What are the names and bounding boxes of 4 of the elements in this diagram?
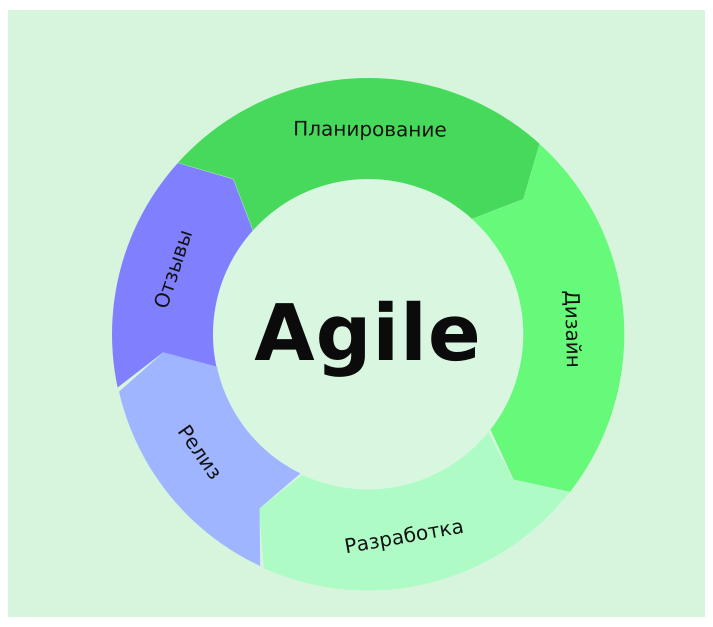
- center-title: Agile: [254, 289, 482, 379]
- stage-label: Разработка: [342, 514, 466, 559]
- stage-label: Планирование: [292, 116, 447, 142]
- stage-label: Дизайн: [560, 290, 586, 368]
